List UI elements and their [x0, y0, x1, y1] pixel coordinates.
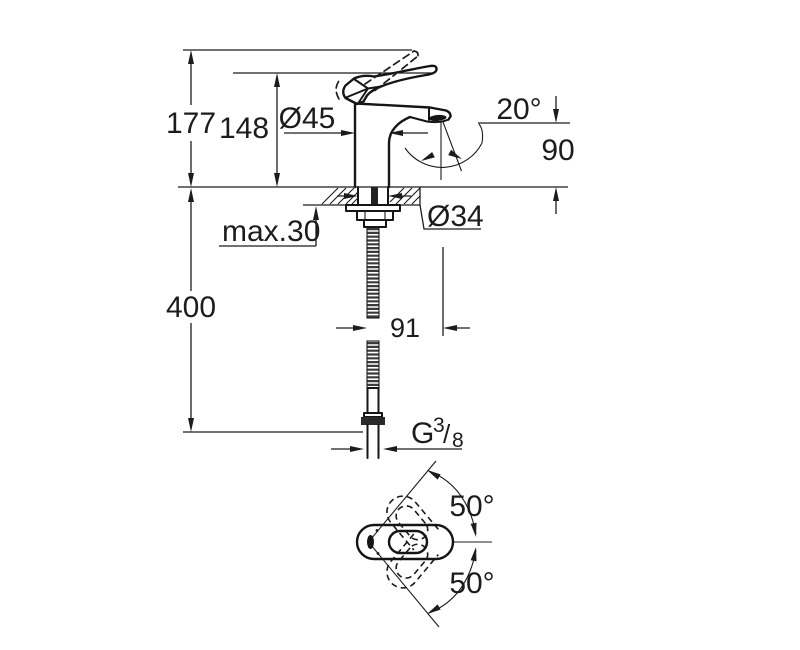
hose-outline-upper — [366, 226, 380, 319]
dimension-max30: max.30 — [219, 206, 320, 248]
arc-arrowhead — [421, 151, 435, 161]
threaded-shank — [371, 187, 378, 205]
stream-angled-line — [442, 121, 463, 172]
center-mark — [376, 552, 380, 555]
faucet-side-view — [335, 50, 484, 189]
thread-end-g38 — [366, 424, 380, 459]
angle-leader-20 — [478, 123, 484, 144]
center-mark — [375, 529, 379, 532]
dimension-d45: Ø45 — [279, 102, 428, 136]
nut-facets — [364, 211, 386, 220]
dimension-90: 90 — [541, 96, 575, 214]
thread-size-label: G 3 / 8 — [411, 414, 464, 452]
dimension-148: 148 — [219, 72, 434, 187]
handle-rotated-up-dashed — [386, 533, 439, 589]
dim-stream-angle-label: 20° — [496, 93, 541, 126]
hose-collar — [363, 412, 383, 418]
dim-lever-height-label: 148 — [219, 112, 269, 145]
aerator — [428, 114, 447, 122]
mounting-deck — [178, 186, 568, 228]
lever-swing-arc-dash — [335, 78, 342, 100]
arc-arrowhead — [448, 149, 462, 159]
faucet-body-front-curve — [387, 115, 412, 189]
hose-fitting — [363, 219, 387, 228]
lever-raised-tip-dash — [413, 50, 419, 57]
dimension-d34: Ø34 — [337, 193, 484, 233]
dim-outlet-height-label: 90 — [541, 134, 574, 167]
faucet-spout-underside — [409, 116, 450, 124]
handle-footprint — [355, 523, 455, 561]
leader-max30 — [219, 219, 317, 247]
dimension-91: 91 — [336, 247, 470, 343]
dim-hose-length-label: 400 — [166, 291, 216, 324]
dim-total-height-label: 177 — [166, 107, 216, 140]
faucet-spout-top-edge — [354, 102, 452, 121]
dim-projection-label: 91 — [390, 313, 420, 343]
swivel-line-upper — [370, 460, 437, 540]
dim-body-diameter-label: Ø45 — [279, 102, 336, 135]
hose-end-tube — [366, 387, 380, 414]
hose-union-nut — [361, 417, 385, 425]
dimension-g38: G 3 / 8 — [331, 414, 464, 452]
leader-d34 — [419, 204, 481, 230]
dimension-20deg: 20° — [478, 93, 570, 126]
dim-deck-thickness-label: max.30 — [222, 215, 320, 248]
handle-rotated-down-dashed — [386, 495, 439, 551]
flex-hose — [361, 226, 385, 459]
dim-swivel-lower-label: 50° — [449, 567, 494, 600]
lever-raised-upper-dash — [364, 50, 415, 85]
dimension-400: 400 — [166, 188, 363, 433]
faucet-plan-view: 50° 50° — [355, 460, 495, 628]
handle-opening — [387, 529, 429, 555]
mounting-nut — [356, 210, 394, 221]
dimension-177: 177 — [166, 49, 412, 187]
lever-handle — [342, 64, 438, 106]
dim-hole-diameter-label: Ø34 — [427, 200, 484, 233]
dim-swivel-upper-label: 50° — [449, 490, 494, 523]
swivel-line-lower — [370, 544, 440, 628]
angle-arc-20 — [404, 142, 483, 168]
handle-indicator-dot — [367, 535, 374, 549]
